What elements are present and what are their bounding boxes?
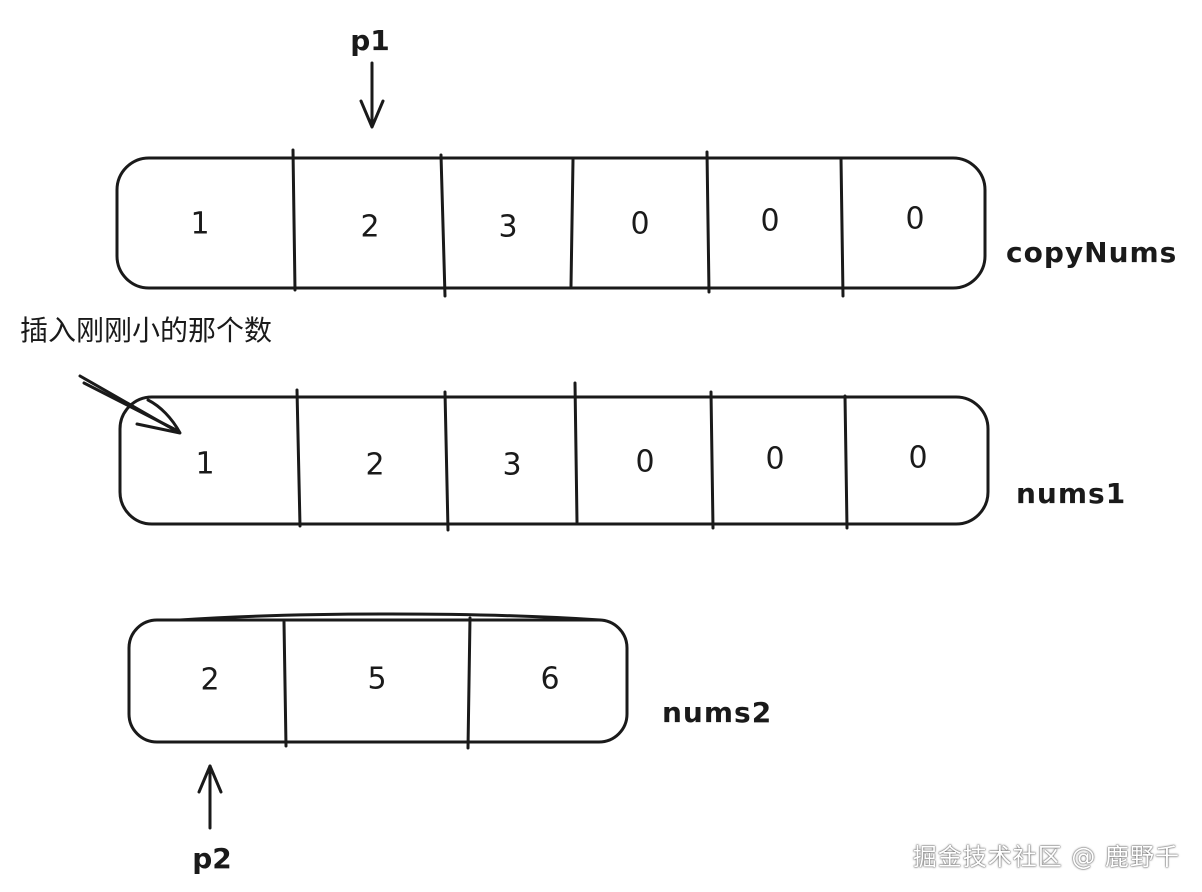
cell-value: 1: [195, 447, 214, 482]
cell-value: 0: [630, 207, 649, 242]
cell-value: 0: [760, 204, 779, 239]
array-box-sketch-line: [178, 612, 602, 622]
array-copynums: 1 2 3 0 0 0 copyNums: [115, 148, 1177, 298]
cell-value: 0: [908, 441, 927, 476]
pointer-p1: p1: [350, 24, 390, 129]
annotation-text: 插入刚刚小的那个数: [20, 314, 272, 347]
watermark: 掘金技术社区 @ 鹿野千: [912, 843, 1180, 871]
cell-value: 0: [905, 202, 924, 237]
cell-value: 5: [367, 662, 386, 697]
cell-value: 3: [502, 448, 521, 483]
cell-divider: [569, 158, 575, 288]
cell-divider: [839, 156, 845, 298]
cell-value: 6: [540, 662, 559, 697]
array-nums2: 2 5 6 nums2: [127, 612, 772, 750]
cell-value: 2: [360, 210, 379, 245]
annotation: 插入刚刚小的那个数: [20, 314, 272, 435]
cell-value: 2: [200, 663, 219, 698]
cell-divider: [291, 148, 297, 292]
cell-value: 1: [190, 207, 209, 242]
array-nums1: 1 2 3 0 0 0 nums1: [118, 381, 1126, 532]
array-box: [115, 156, 987, 290]
cell-divider: [843, 394, 849, 530]
cell-value: 2: [365, 448, 384, 483]
arrow-down-icon: [359, 99, 385, 129]
cell-divider: [439, 153, 447, 298]
cell-divider: [705, 150, 711, 294]
cell-divider: [282, 620, 288, 748]
array-box: [127, 618, 629, 744]
cell-divider: [573, 381, 579, 524]
cell-divider: [443, 390, 450, 532]
array-label: nums2: [662, 696, 772, 729]
pointer-label: p2: [192, 842, 232, 875]
pointer-label: p1: [350, 24, 390, 57]
cell-divider: [466, 616, 472, 750]
cell-divider: [709, 390, 715, 530]
cell-value: 3: [498, 210, 517, 245]
array-label: copyNums: [1006, 236, 1177, 269]
array-label: nums1: [1016, 477, 1126, 510]
array-box: [118, 395, 990, 526]
arrow-head-icon: [135, 398, 182, 435]
cell-value: 0: [635, 445, 654, 480]
cell-value: 0: [765, 442, 784, 477]
cell-divider: [295, 388, 302, 528]
pointer-p2: p2: [192, 764, 232, 875]
